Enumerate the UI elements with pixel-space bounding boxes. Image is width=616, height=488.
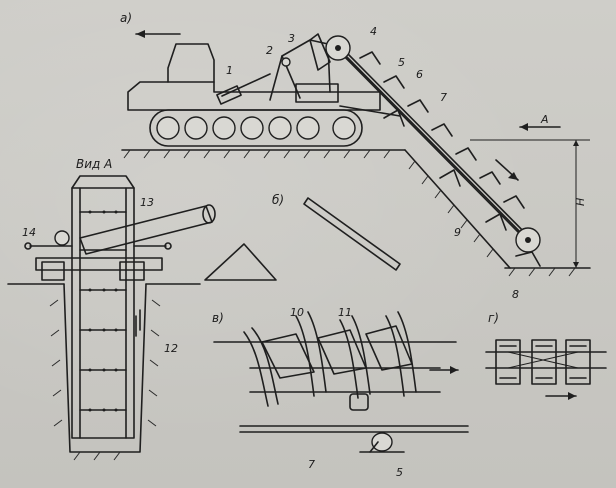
trench-hatch (49, 299, 161, 461)
label-h: Н (574, 198, 587, 206)
spoil-pile (204, 243, 277, 281)
cross-section-view (7, 175, 216, 461)
label-8: 8 (512, 288, 519, 301)
top-view (485, 339, 607, 400)
label-9: 9 (454, 226, 461, 239)
tractor-body (127, 43, 381, 111)
label-view-a: Вид А (76, 157, 112, 171)
hydraulic-cylinder (216, 73, 271, 105)
label-13: 13 (140, 196, 154, 209)
label-sub-v: в) (212, 311, 224, 325)
label-10: 10 (290, 306, 304, 319)
ground-hatch-top (123, 149, 391, 159)
drive-box (295, 83, 339, 103)
label-2: 2 (266, 44, 273, 57)
cut-line (303, 197, 401, 271)
label-14: 14 (22, 226, 36, 239)
label-11: 11 (338, 306, 352, 319)
label-sub-a: а) (120, 11, 132, 25)
label-7: 7 (440, 91, 447, 104)
label-6: 6 (416, 68, 423, 81)
label-sub-b: б) (272, 193, 284, 207)
bottom-hatch (508, 267, 576, 277)
boom-frame (269, 39, 331, 101)
label-3: 3 (288, 32, 295, 45)
label-arrow-a: А (540, 113, 549, 126)
label-5: 5 (398, 56, 405, 69)
slope-hatch (408, 160, 494, 258)
label-1: 1 (226, 64, 233, 77)
label-sub-g: г) (488, 311, 499, 325)
bucket-conveyor (325, 35, 541, 267)
label-7b: 7 (308, 458, 315, 471)
bucket-frame-view (213, 311, 469, 453)
label-4: 4 (370, 25, 377, 38)
tracked-excavator (121, 30, 591, 277)
label-5b: 5 (396, 466, 403, 479)
label-12: 12 (164, 342, 178, 355)
trench-walls (63, 283, 147, 453)
